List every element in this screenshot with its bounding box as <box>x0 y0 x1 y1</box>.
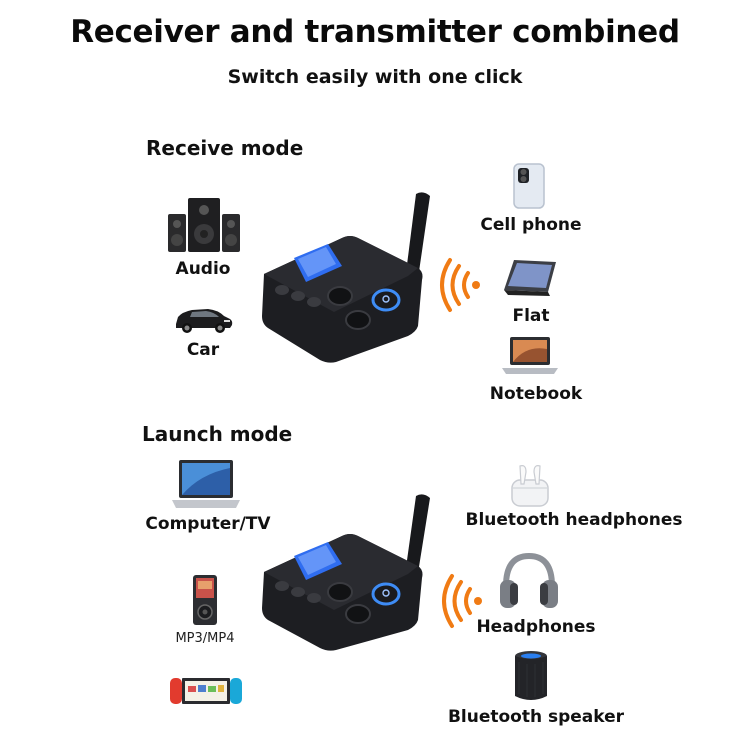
device-label-headphones: Headphones <box>476 617 596 637</box>
source-label-car: Car <box>186 340 220 360</box>
bluetooth-speaker-icon <box>511 650 551 706</box>
laptop-icon <box>170 458 242 514</box>
tablet-icon <box>502 258 558 302</box>
source-label-audio: Audio <box>175 259 231 279</box>
wireless-signal-icon <box>442 574 484 632</box>
device-label-bluetooth-headphones: Bluetooth headphones <box>465 510 683 530</box>
receive-mode-heading: Receive mode <box>146 136 304 160</box>
laptop-icon <box>500 335 560 381</box>
bluetooth-transceiver-device <box>258 186 438 368</box>
device-label-notebook: Notebook <box>489 384 583 404</box>
source-label-computer-tv: Computer/TV <box>145 514 271 534</box>
car-icon <box>172 304 234 338</box>
mp3-player-icon <box>192 574 218 630</box>
cell-phone-icon <box>512 163 546 213</box>
source-label-mp3-mp4: MP3/MP4 <box>175 631 235 646</box>
device-label-flat: Flat <box>512 306 550 326</box>
headphones-icon <box>498 550 560 616</box>
earbuds-icon <box>506 462 554 512</box>
speaker-system-icon <box>168 192 240 258</box>
game-console-icon <box>170 676 242 710</box>
page-title: Receiver and transmitter combined <box>70 14 680 50</box>
launch-mode-heading: Launch mode <box>142 422 293 446</box>
bluetooth-transceiver-device <box>258 490 438 654</box>
device-label-cell-phone: Cell phone <box>480 215 582 235</box>
page-subtitle: Switch easily with one click <box>227 66 523 88</box>
device-label-bluetooth-speaker: Bluetooth speaker <box>447 707 625 727</box>
wireless-signal-icon <box>440 258 482 316</box>
